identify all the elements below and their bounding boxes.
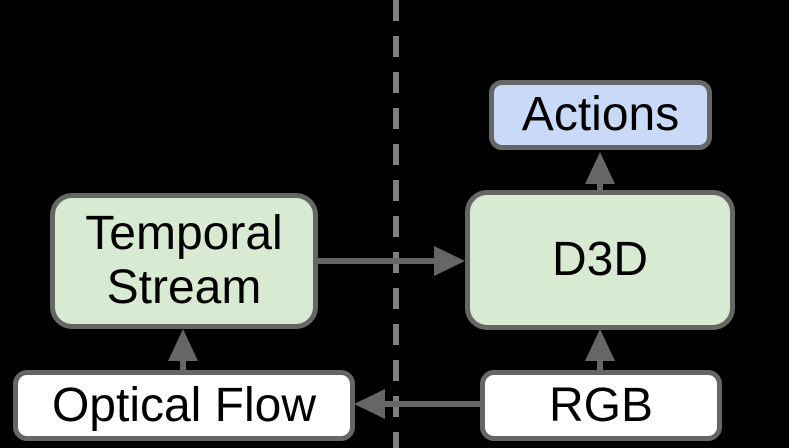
arrowhead-up-icon xyxy=(585,152,615,184)
arrow-line xyxy=(597,358,603,371)
node-actions: Actions xyxy=(489,80,712,150)
arrow-line xyxy=(316,258,438,264)
arrow-line xyxy=(597,181,603,191)
dashed-divider xyxy=(393,0,399,448)
node-d3d-label: D3D xyxy=(551,233,649,287)
arrowhead-up-icon xyxy=(168,329,198,361)
arrow-line xyxy=(180,358,186,372)
arrow-line xyxy=(382,401,481,407)
arrowhead-right-icon xyxy=(434,246,465,276)
node-actions-label: Actions xyxy=(521,88,680,142)
node-d3d: D3D xyxy=(465,190,735,330)
node-rgb: RGB xyxy=(480,370,722,441)
node-temporal-stream-label: Temporal Stream xyxy=(85,207,283,314)
arrowhead-left-icon xyxy=(354,389,385,419)
node-optical-flow: Optical Flow xyxy=(13,370,355,441)
node-rgb-label: RGB xyxy=(548,378,653,432)
arrowhead-up-icon xyxy=(585,329,615,361)
node-temporal-stream: Temporal Stream xyxy=(50,193,318,329)
node-optical-flow-label: Optical Flow xyxy=(51,378,317,432)
